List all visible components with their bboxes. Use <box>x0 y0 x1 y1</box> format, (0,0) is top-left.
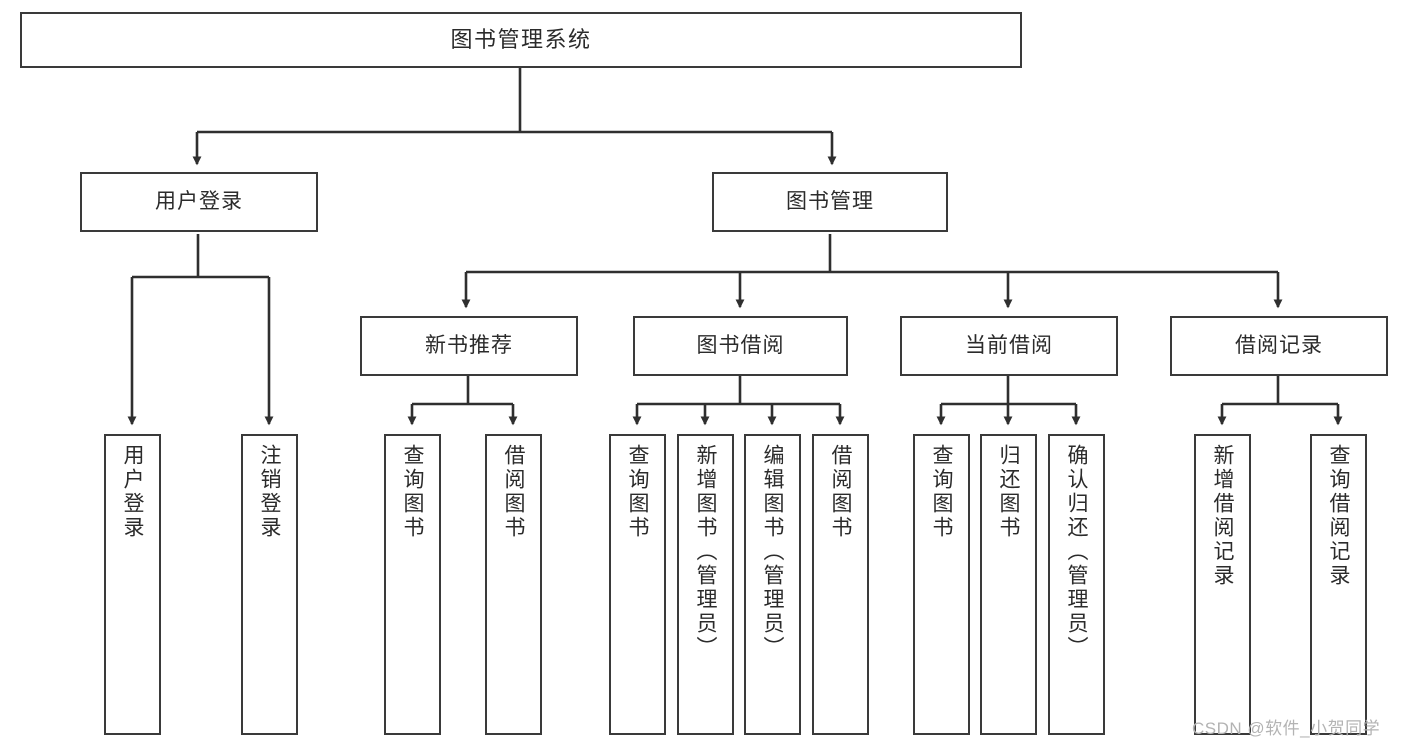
node-label: 借阅记录 <box>1235 333 1323 357</box>
leaf-borrow-book[interactable]: 借阅图书 <box>812 434 869 735</box>
node-label: 查询图书 <box>930 444 953 540</box>
node-label: 注销登录 <box>258 444 281 540</box>
node-label: 借阅图书 <box>829 444 852 540</box>
node-book-management[interactable]: 图书管理 <box>712 172 948 232</box>
node-label: 归还图书 <box>997 444 1020 540</box>
node-book-borrow[interactable]: 图书借阅 <box>633 316 848 376</box>
node-label: 图书管理系统 <box>450 27 592 53</box>
node-label: 新书推荐 <box>425 333 513 357</box>
node-label: 图书借阅 <box>696 333 785 357</box>
leaf-add-book-admin[interactable]: 新增图书（管理员） <box>677 434 734 735</box>
node-label: 查询借阅记录 <box>1327 444 1350 588</box>
leaf-confirm-return-admin[interactable]: 确认归还（管理员） <box>1048 434 1105 735</box>
leaf-query-book-new-recommend[interactable]: 查询图书 <box>384 434 441 735</box>
node-label: 确认归还（管理员） <box>1065 444 1088 660</box>
node-new-book-recommend[interactable]: 新书推荐 <box>360 316 578 376</box>
leaf-user-login[interactable]: 用户登录 <box>104 434 161 735</box>
leaf-query-book-current[interactable]: 查询图书 <box>913 434 970 735</box>
node-label: 图书管理 <box>786 189 874 213</box>
leaf-logout-login[interactable]: 注销登录 <box>241 434 298 735</box>
leaf-add-borrow-record[interactable]: 新增借阅记录 <box>1194 434 1251 735</box>
node-root-book-management-system[interactable]: 图书管理系统 <box>20 12 1022 68</box>
node-label: 用户登录 <box>121 444 144 540</box>
node-label: 新增借阅记录 <box>1211 444 1234 588</box>
leaf-query-book-borrow[interactable]: 查询图书 <box>609 434 666 735</box>
node-label: 借阅图书 <box>502 444 525 540</box>
node-label: 查询图书 <box>626 444 649 540</box>
watermark-text: CSDN @软件_小贺同学 <box>1192 719 1381 738</box>
leaf-query-borrow-record[interactable]: 查询借阅记录 <box>1310 434 1367 735</box>
leaf-return-book[interactable]: 归还图书 <box>980 434 1037 735</box>
node-borrow-record[interactable]: 借阅记录 <box>1170 316 1388 376</box>
node-user-login[interactable]: 用户登录 <box>80 172 318 232</box>
node-current-borrow[interactable]: 当前借阅 <box>900 316 1118 376</box>
node-label: 编辑图书（管理员） <box>761 444 784 660</box>
node-label: 新增图书（管理员） <box>694 444 717 660</box>
leaf-edit-book-admin[interactable]: 编辑图书（管理员） <box>744 434 801 735</box>
node-label: 查询图书 <box>401 444 424 540</box>
node-label: 当前借阅 <box>965 333 1053 357</box>
node-label: 用户登录 <box>155 189 243 213</box>
leaf-borrow-book-new-recommend[interactable]: 借阅图书 <box>485 434 542 735</box>
